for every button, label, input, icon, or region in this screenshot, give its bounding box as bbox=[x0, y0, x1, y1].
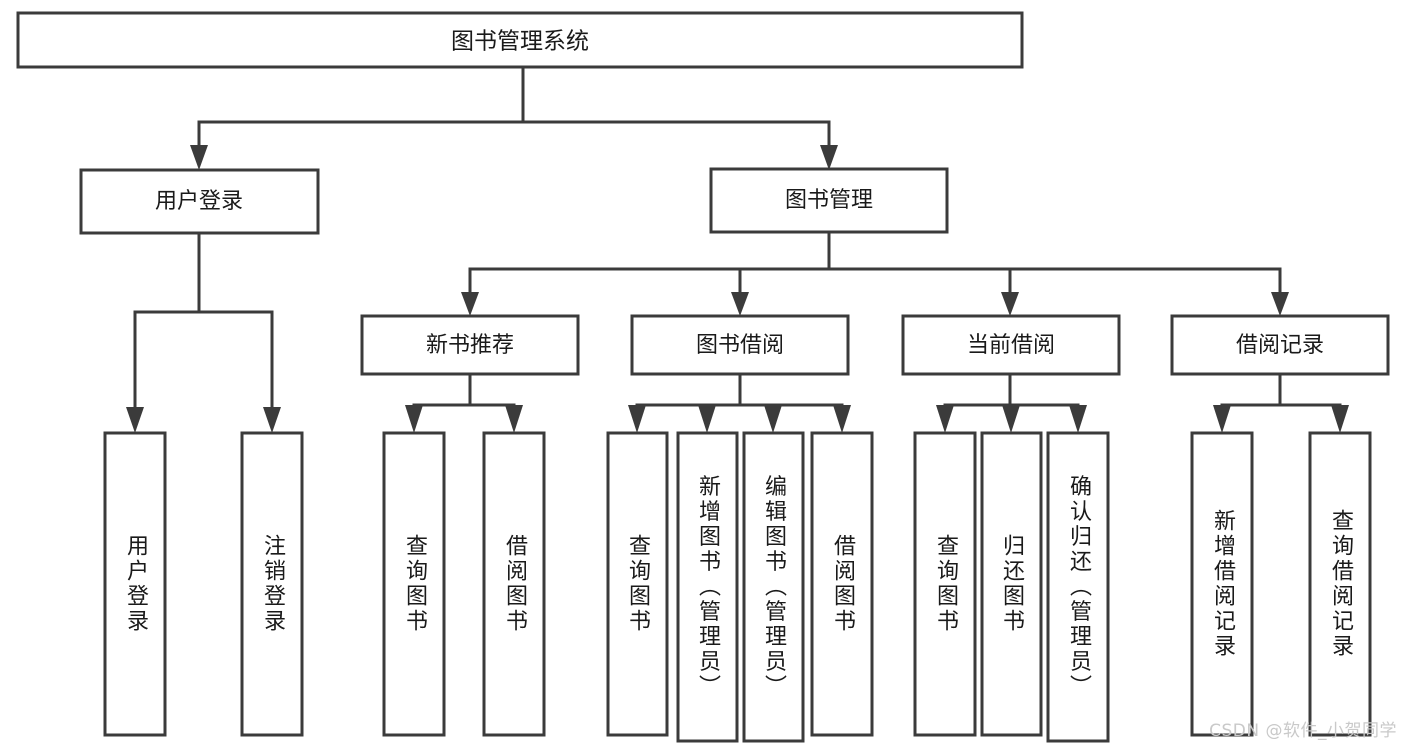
node-user-login-box[interactable] bbox=[79, 168, 320, 235]
node-leaf-query-book-1[interactable]: 查询图书 bbox=[382, 431, 446, 737]
node-root-box[interactable] bbox=[16, 11, 1024, 69]
node-leaf-query-record-label: 查询借阅记录 bbox=[1328, 509, 1354, 659]
arrowhead-leaf-add-book bbox=[698, 405, 716, 433]
node-leaf-query-book-1-label: 查询图书 bbox=[402, 534, 428, 634]
node-leaf-borrow-book-1[interactable]: 借阅图书 bbox=[482, 431, 546, 737]
arrowhead-new-book-rec bbox=[461, 292, 479, 316]
arrowhead-borrow-record bbox=[1271, 292, 1289, 316]
node-leaf-borrow-book-2[interactable]: 借阅图书 bbox=[810, 431, 874, 737]
node-leaf-edit-book-label: 编辑图书（管理员） bbox=[761, 475, 787, 700]
node-leaf-borrow-book-2-label: 借阅图书 bbox=[830, 534, 856, 634]
node-user-login[interactable]: 用户登录 bbox=[79, 168, 320, 235]
node-book-manage-box[interactable] bbox=[709, 167, 949, 234]
node-borrow-record[interactable]: 借阅记录 bbox=[1170, 314, 1390, 376]
arrowhead-leaf-query-record bbox=[1331, 405, 1349, 433]
node-leaf-add-book-box[interactable] bbox=[676, 431, 739, 743]
node-leaf-query-book-3[interactable]: 查询图书 bbox=[913, 431, 977, 737]
node-root-label: 图书管理系统 bbox=[451, 29, 589, 55]
node-current-borrow-label: 当前借阅 bbox=[967, 333, 1055, 358]
arrowhead-leaf-query-book-3 bbox=[936, 405, 954, 433]
arrowhead-leaf-return-book bbox=[1002, 405, 1020, 433]
arrowhead-leaf-user-login bbox=[126, 407, 144, 433]
node-book-borrow[interactable]: 图书借阅 bbox=[630, 314, 850, 376]
node-new-book-rec-box[interactable] bbox=[360, 314, 580, 376]
node-leaf-add-record[interactable]: 新增借阅记录 bbox=[1190, 431, 1254, 737]
node-leaf-user-login[interactable]: 用户登录 bbox=[103, 431, 167, 737]
node-leaf-query-record-box[interactable] bbox=[1308, 431, 1372, 737]
arrowhead-leaf-edit-book bbox=[764, 405, 782, 433]
connector-layer bbox=[126, 65, 1349, 433]
arrowhead-book-borrow bbox=[731, 292, 749, 316]
node-current-borrow[interactable]: 当前借阅 bbox=[901, 314, 1121, 376]
arrowhead-leaf-borrow-book-1 bbox=[505, 405, 523, 433]
arrowhead-leaf-logout bbox=[263, 407, 281, 433]
arrowhead-leaf-borrow-book-2 bbox=[833, 405, 851, 433]
arrowhead-leaf-query-book-1 bbox=[405, 405, 423, 433]
node-leaf-return-book[interactable]: 归还图书 bbox=[980, 431, 1043, 737]
node-leaf-query-book-2-box[interactable] bbox=[606, 431, 669, 737]
node-leaf-user-login-box[interactable] bbox=[103, 431, 167, 737]
node-book-manage[interactable]: 图书管理 bbox=[709, 167, 949, 234]
node-leaf-query-book-1-box[interactable] bbox=[382, 431, 446, 737]
node-leaf-edit-book[interactable]: 编辑图书（管理员） bbox=[742, 431, 805, 743]
node-leaf-confirm-return[interactable]: 确认归还（管理员） bbox=[1046, 431, 1110, 743]
node-leaf-edit-book-box[interactable] bbox=[742, 431, 805, 743]
node-leaf-query-book-2[interactable]: 查询图书 bbox=[606, 431, 669, 737]
node-leaf-confirm-return-label: 确认归还（管理员） bbox=[1066, 475, 1092, 700]
node-leaf-return-book-label: 归还图书 bbox=[999, 534, 1025, 634]
node-leaf-logout-box[interactable] bbox=[240, 431, 304, 737]
node-user-login-label: 用户登录 bbox=[155, 189, 243, 214]
node-leaf-add-record-label: 新增借阅记录 bbox=[1210, 509, 1236, 659]
node-book-borrow-box[interactable] bbox=[630, 314, 850, 376]
arrowhead-leaf-confirm-return bbox=[1069, 405, 1087, 433]
arrowhead-book-manage bbox=[820, 145, 838, 170]
node-book-manage-label: 图书管理 bbox=[785, 188, 873, 213]
node-leaf-query-book-3-box[interactable] bbox=[913, 431, 977, 737]
node-leaf-borrow-book-1-box[interactable] bbox=[482, 431, 546, 737]
node-borrow-record-label: 借阅记录 bbox=[1236, 333, 1324, 358]
node-book-borrow-label: 图书借阅 bbox=[696, 333, 784, 358]
node-leaf-return-book-box[interactable] bbox=[980, 431, 1043, 737]
node-leaf-borrow-book-1-label: 借阅图书 bbox=[502, 534, 528, 634]
csdn-watermark: CSDN @软件_小贺同学 bbox=[1209, 721, 1397, 741]
node-current-borrow-box[interactable] bbox=[901, 314, 1121, 376]
node-new-book-rec-label: 新书推荐 bbox=[426, 333, 514, 358]
arrowhead-user-login bbox=[190, 145, 208, 170]
arrowhead-leaf-add-record bbox=[1213, 405, 1231, 433]
node-leaf-borrow-book-2-box[interactable] bbox=[810, 431, 874, 737]
node-root[interactable]: 图书管理系统 bbox=[16, 11, 1024, 69]
node-leaf-query-record[interactable]: 查询借阅记录 bbox=[1308, 431, 1372, 737]
node-leaf-logout[interactable]: 注销登录 bbox=[240, 431, 304, 737]
node-new-book-rec[interactable]: 新书推荐 bbox=[360, 314, 580, 376]
node-leaf-add-book-label: 新增图书（管理员） bbox=[695, 475, 721, 700]
node-leaf-confirm-return-box[interactable] bbox=[1046, 431, 1110, 743]
node-leaf-logout-label: 注销登录 bbox=[260, 534, 286, 634]
node-leaf-add-record-box[interactable] bbox=[1190, 431, 1254, 737]
node-leaf-query-book-3-label: 查询图书 bbox=[933, 534, 959, 634]
arrowhead-current-borrow bbox=[1001, 292, 1019, 316]
arrowhead-leaf-query-book-2 bbox=[628, 405, 646, 433]
node-leaf-user-login-label: 用户登录 bbox=[123, 534, 149, 634]
node-leaf-add-book[interactable]: 新增图书（管理员） bbox=[676, 431, 739, 743]
node-leaf-query-book-2-label: 查询图书 bbox=[625, 534, 651, 634]
node-borrow-record-box[interactable] bbox=[1170, 314, 1390, 376]
